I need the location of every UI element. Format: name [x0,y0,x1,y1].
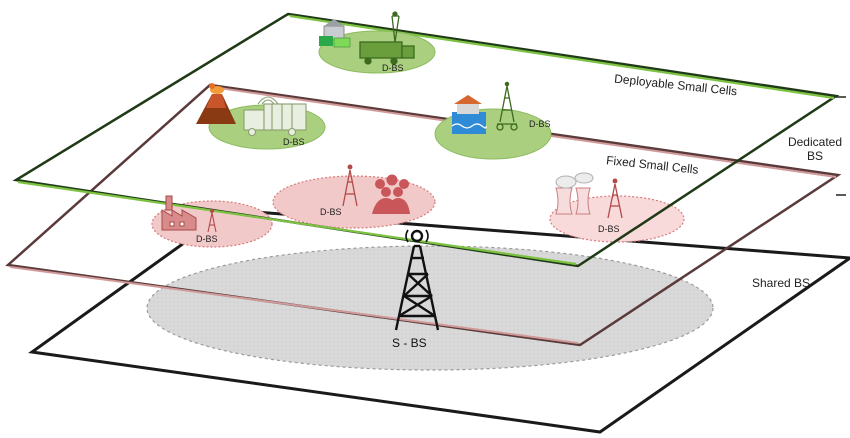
volcano-icon [196,83,236,124]
deployable-layer-plane [12,12,840,268]
tower-icon [496,81,518,131]
power-plant-icon [555,172,594,215]
macro-sbs-label: S - BS [392,336,427,350]
deployable-dbs-label: D-BS [382,63,404,73]
tower-icon [207,209,217,233]
fixed-dbs-label: D-BS [598,224,620,234]
crowd-icon [372,174,410,214]
truck-icon [359,11,415,65]
dedicated-bs-label-line: BS [806,149,823,163]
deployable-dbs-label: D-BS [283,137,305,147]
fixed-dbs-label: D-BS [320,207,342,217]
fixed-zone-crowd [272,175,436,229]
camp-icon [319,19,351,48]
tower-icon [607,178,623,219]
flood-house-icon [451,95,487,134]
truck-icon [243,96,307,137]
dedicated-bs-label-line: Dedicated [787,135,843,149]
fixed-layer-plane [5,83,842,347]
macro-tower-icon [394,229,440,331]
deployable-dbs-label: D-BS [529,119,551,129]
shared-layer-label: Shared BS [752,276,811,290]
factory-icon [161,195,197,231]
fixed-dbs-label: D-BS [196,234,218,244]
tower-icon [342,164,358,207]
